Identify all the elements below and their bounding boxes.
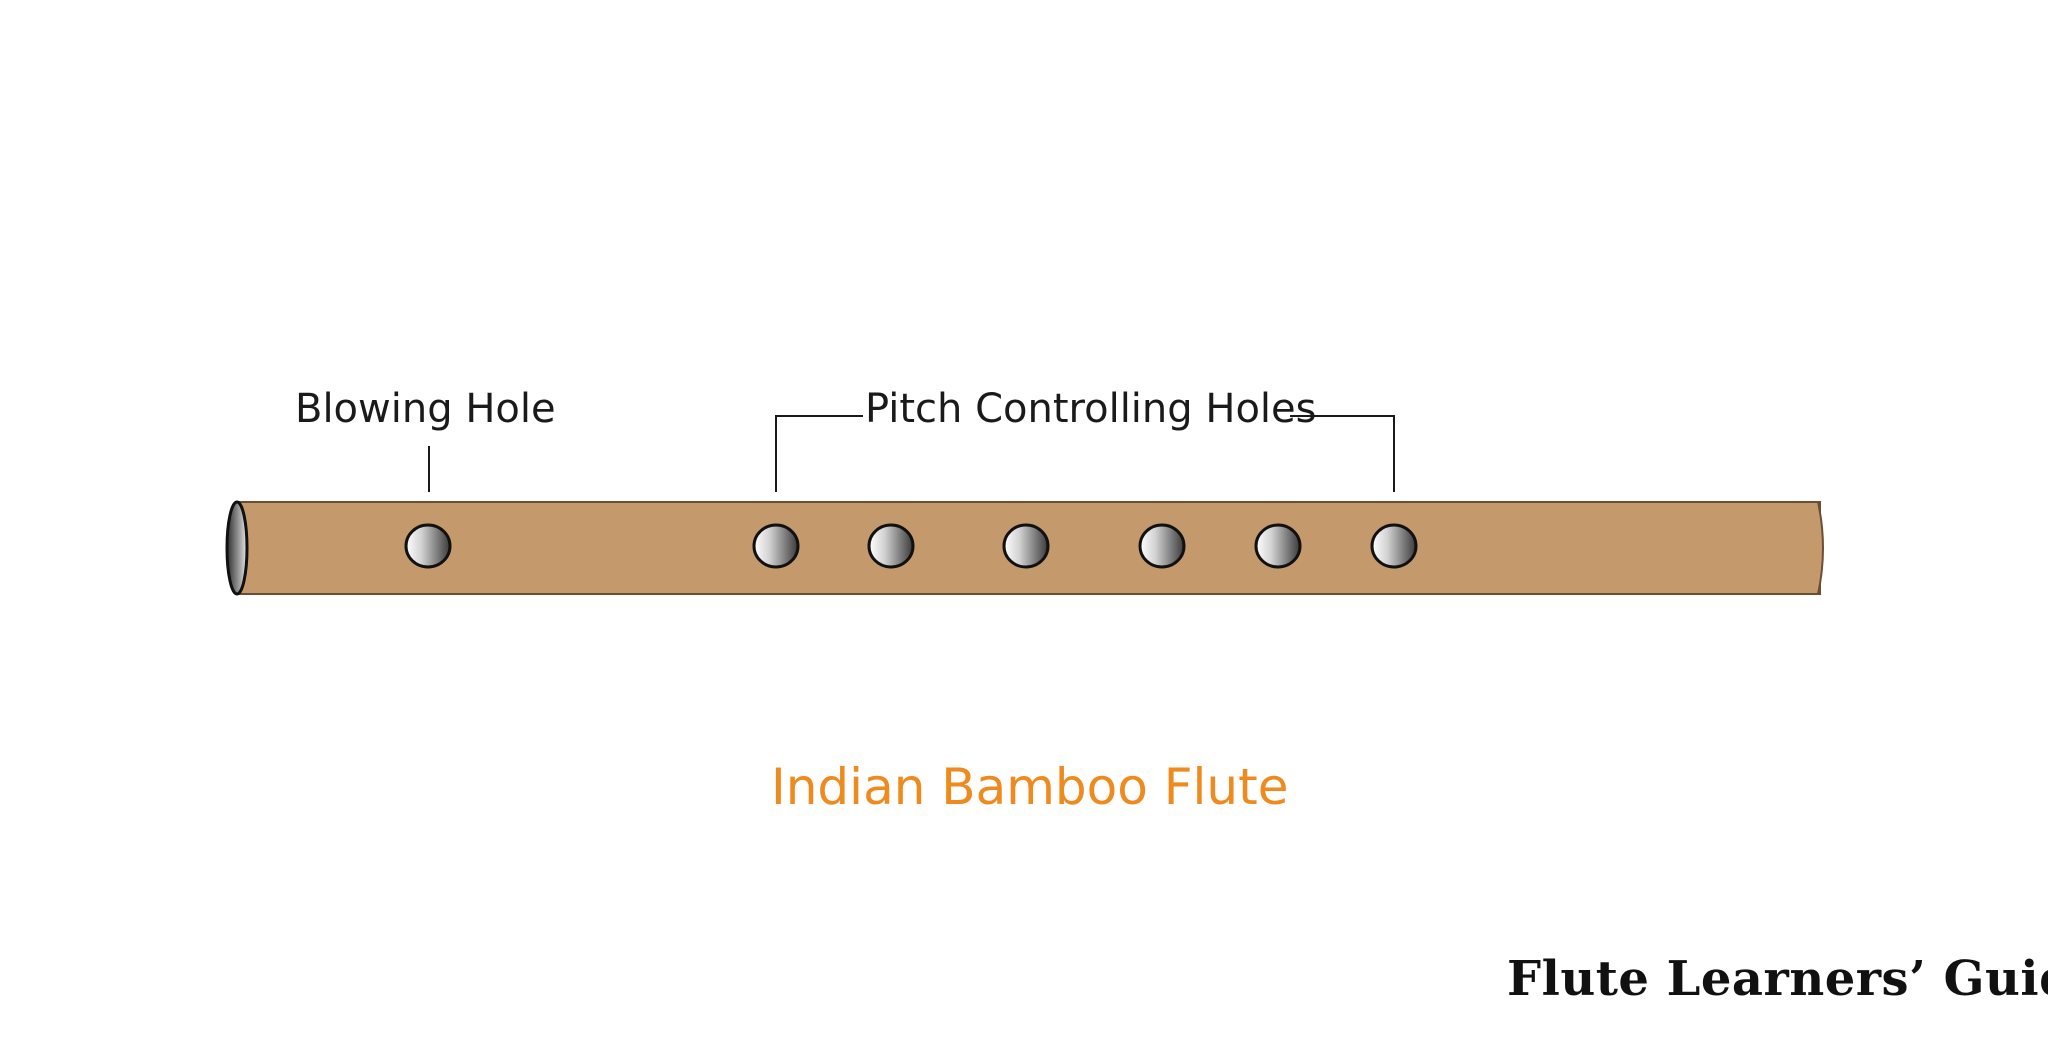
flute-right-end — [1817, 501, 1824, 595]
blowing-hole-label: Blowing Hole — [295, 386, 556, 432]
pitch-hole-3 — [1002, 523, 1050, 569]
pitch-hole-6 — [1370, 523, 1418, 569]
pitch-hole-2 — [867, 523, 915, 569]
blowing-hole — [404, 523, 452, 569]
diagram-title: Indian Bamboo Flute — [771, 758, 1289, 816]
pitch-hole-5 — [1254, 523, 1302, 569]
flute-open-end — [225, 500, 249, 596]
pitch-holes-label: Pitch Controlling Holes — [865, 386, 1317, 432]
pitch-hole-1 — [752, 523, 800, 569]
brand-logo-text: Flute Learners’ Guide — [1507, 951, 2048, 1007]
pitch-hole-4 — [1138, 523, 1186, 569]
pitch-holes-bracket — [775, 415, 1395, 492]
